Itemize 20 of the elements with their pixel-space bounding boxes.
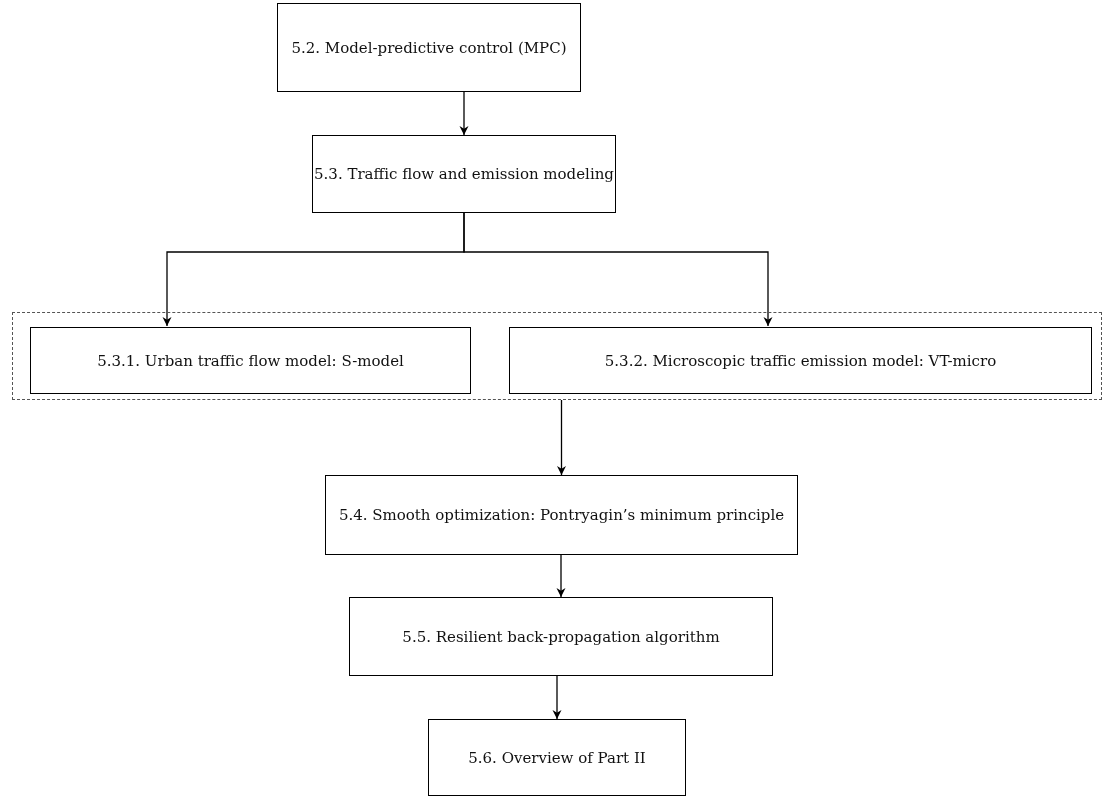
section-box [428, 719, 686, 796]
section-title: 5.3.2. Microscopic traffic emission model: VT-micro [604, 351, 997, 370]
section-title: 5.5. Resilient back-propagation algorithm [402, 627, 720, 646]
section-title: 5.2. Model-predictive control (MPC) [291, 38, 567, 57]
section-box [349, 597, 773, 676]
section-title: 5.3. Traffic flow and emission modeling [314, 165, 614, 183]
arrow [556, 554, 566, 598]
dashed-group-box [12, 312, 1102, 400]
section-box [509, 327, 1092, 394]
section-title: 5.3.1. Urban traffic flow model: S-model [97, 351, 404, 370]
section-title: 5.4. Smooth optimization: Pontryagin’s minimum principle [338, 506, 785, 524]
section-box [30, 327, 471, 394]
arrow [557, 399, 566, 476]
section-box [325, 475, 798, 555]
section-title: 5.6. Overview of Part II [468, 748, 646, 767]
section-box [312, 135, 616, 213]
arrow [552, 675, 562, 720]
section-box [277, 3, 581, 92]
arrow [459, 91, 469, 136]
arrow [463, 212, 773, 327]
